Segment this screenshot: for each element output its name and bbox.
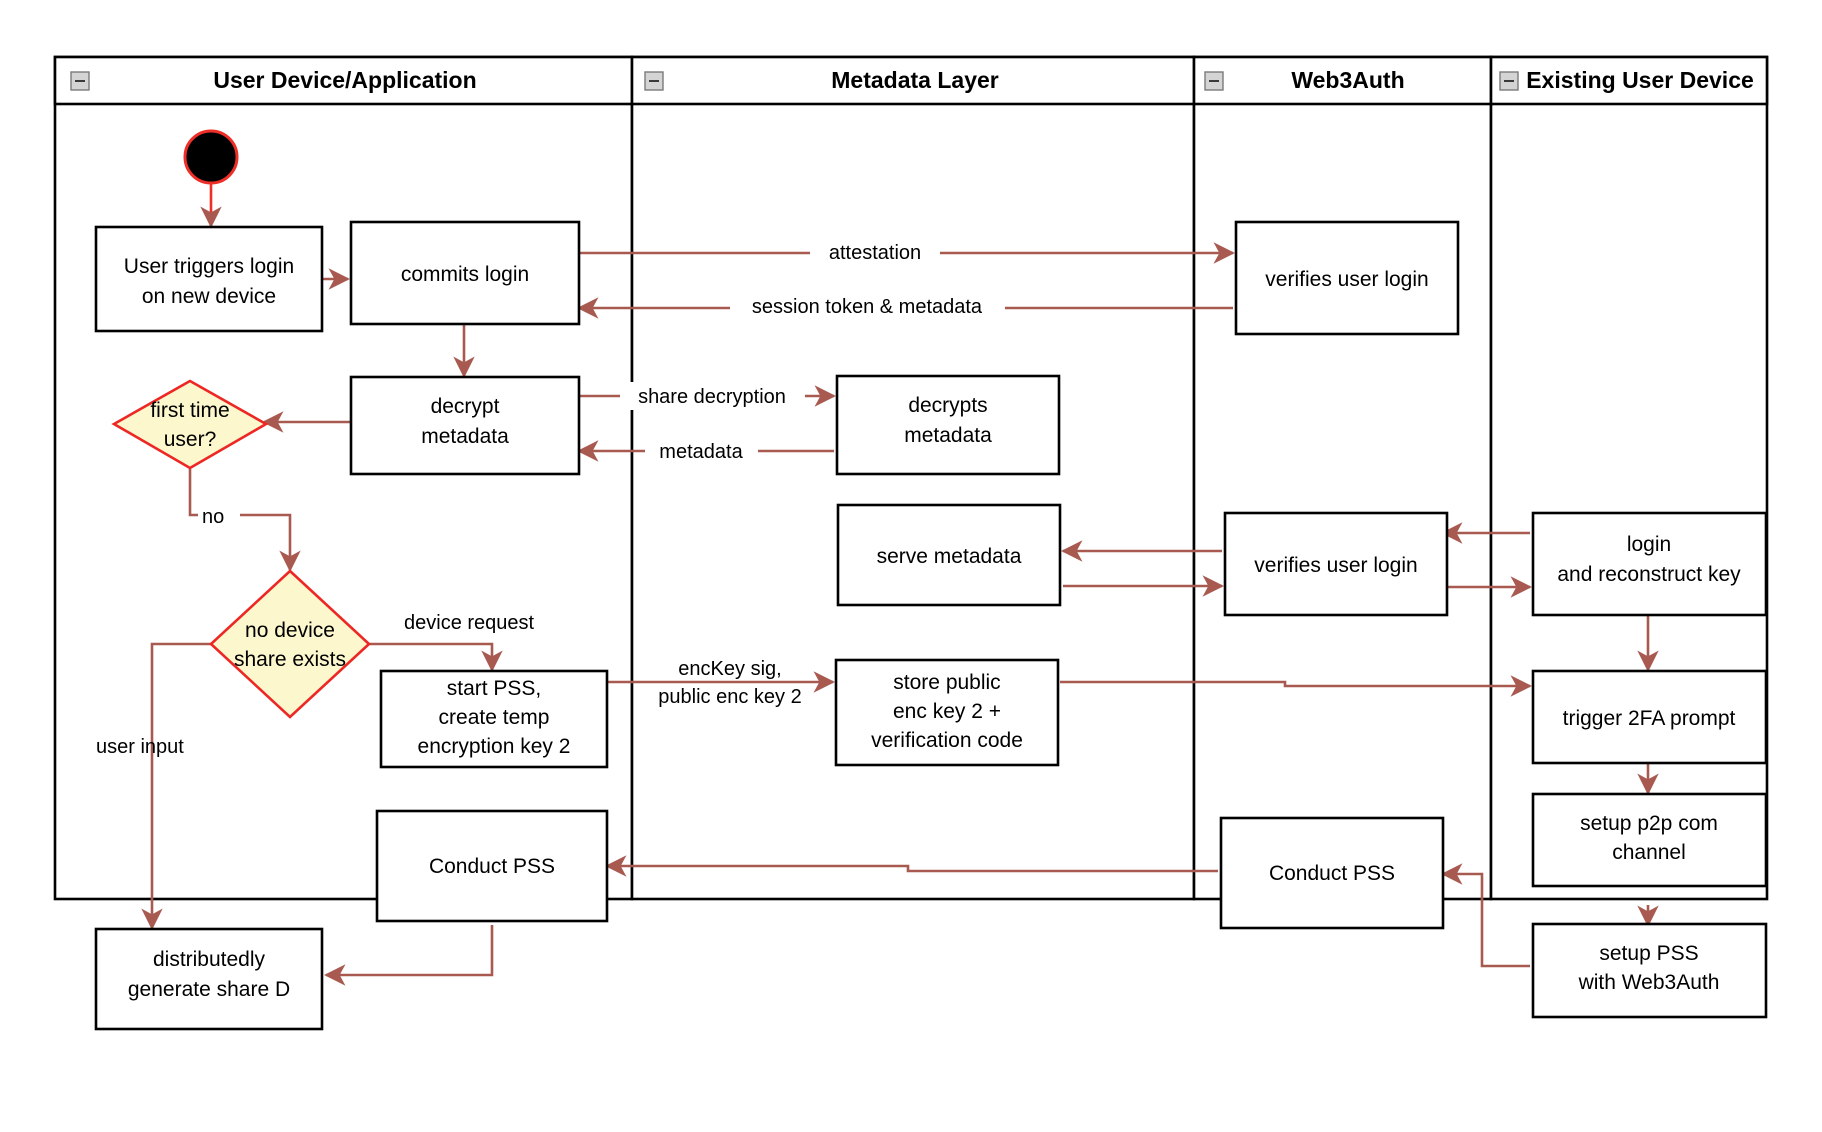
lane-title-user-device: User Device/Application xyxy=(213,67,476,93)
node-first-time-user-line1: first time xyxy=(150,399,229,422)
node-no-device-share-line1: no device xyxy=(245,619,335,642)
nodes-layer: User triggers login on new device commit… xyxy=(94,129,1768,1031)
node-serve-metadata-label: serve metadata xyxy=(877,545,1022,568)
node-decrypt-metadata[interactable]: decrypt metadata xyxy=(349,375,581,476)
lane-collapse-icon-existing-device[interactable] xyxy=(1499,71,1519,91)
node-setup-p2p-com-channel[interactable]: setup p2p com channel xyxy=(1531,792,1768,888)
node-user-triggers-login-line2: on new device xyxy=(142,285,276,308)
lane-header-web3auth[interactable] xyxy=(1192,55,1493,106)
node-user-triggers-login[interactable]: User triggers login on new device xyxy=(94,225,324,333)
node-commits-login[interactable]: commits login xyxy=(349,220,581,326)
edge-store-public-enc-key-to-trigger-2fa xyxy=(1060,675,1532,697)
node-verifies-user-login-2-label: verifies user login xyxy=(1254,554,1417,577)
lane-title-web3auth: Web3Auth xyxy=(1291,67,1404,93)
node-user-triggers-login-line1: User triggers login xyxy=(124,255,294,278)
node-store-public-line1: store public xyxy=(893,671,1000,694)
node-first-time-user-line2: user? xyxy=(164,428,217,451)
node-login-reconstruct-line2: and reconstruct key xyxy=(1557,563,1741,586)
edge-label-share-decryption: share decryption xyxy=(638,386,786,408)
node-commits-login-label: commits login xyxy=(401,263,529,286)
node-first-time-user-decision[interactable]: first time user? xyxy=(111,379,269,470)
node-start-pss-create-temp-key[interactable]: start PSS, create temp encryption key 2 xyxy=(379,669,609,769)
node-setup-p2p-line2: channel xyxy=(1612,841,1686,864)
node-serve-metadata[interactable]: serve metadata xyxy=(836,503,1062,607)
start-node[interactable] xyxy=(183,129,239,185)
lane-body-existing-device xyxy=(1489,55,1769,901)
node-distributedly-line2: generate share D xyxy=(128,978,290,1001)
lane-header-metadata[interactable] xyxy=(630,55,1196,106)
node-no-device-share-line2: share exists xyxy=(234,648,346,671)
node-start-pss-line2: create temp xyxy=(439,706,550,729)
node-conduct-pss-web3auth[interactable]: Conduct PSS xyxy=(1219,816,1445,930)
node-no-device-share-decision[interactable]: no device share exists xyxy=(209,569,371,719)
node-conduct-pss-user[interactable]: Conduct PSS xyxy=(375,809,609,923)
node-start-pss-line1: start PSS, xyxy=(447,677,542,700)
swimlane-frame: User Device/Application Metadata Layer W… xyxy=(53,55,1769,901)
node-decrypts-metadata[interactable]: decrypts metadata xyxy=(835,374,1061,476)
node-store-public-enc-key[interactable]: store public enc key 2 + verification co… xyxy=(834,658,1060,767)
node-conduct-pss-user-label: Conduct PSS xyxy=(429,855,555,878)
lane-collapse-icon-web3auth[interactable] xyxy=(1204,71,1224,91)
edge-label-enckey-sig-line2: public enc key 2 xyxy=(658,686,801,708)
edge-no-device-share-to-start-pss xyxy=(368,642,503,672)
node-conduct-pss-web3auth-label: Conduct PSS xyxy=(1269,862,1395,885)
edge-label-metadata: metadata xyxy=(659,441,743,463)
node-decrypt-metadata-line2: metadata xyxy=(421,425,509,448)
node-distributedly-line1: distributedly xyxy=(153,948,266,971)
node-decrypts-metadata-line2: metadata xyxy=(904,424,992,447)
node-verifies-user-login-1[interactable]: verifies user login xyxy=(1234,220,1460,336)
node-setup-pss-line2: with Web3Auth xyxy=(1578,971,1720,994)
edge-label-device-request: device request xyxy=(404,612,535,634)
lane-body-metadata xyxy=(630,55,1196,901)
node-verifies-user-login-1-label: verifies user login xyxy=(1265,268,1428,291)
lane-collapse-icon-metadata[interactable] xyxy=(644,71,664,91)
edge-label-enckey-sig-line1: encKey sig, xyxy=(678,658,781,680)
node-setup-p2p-line1: setup p2p com xyxy=(1580,812,1718,835)
node-start-pss-line3: encryption key 2 xyxy=(418,735,571,758)
lane-header-user-device[interactable] xyxy=(53,55,634,106)
edge-setup-pss-to-conduct-pss-web3auth xyxy=(1441,863,1530,968)
node-setup-pss-line1: setup PSS xyxy=(1599,942,1698,965)
node-distributedly-generate-share-d[interactable]: distributedly generate share D xyxy=(94,927,324,1031)
edge-conduct-pss-user-to-distributedly-generate xyxy=(324,925,494,986)
edge-label-attestation: attestation xyxy=(829,242,921,264)
lane-body-web3auth xyxy=(1192,55,1493,901)
node-store-public-line3: verification code xyxy=(871,729,1023,752)
edge-label-no: no xyxy=(202,506,224,528)
edge-no-device-share-to-distributedly-generate xyxy=(141,642,211,930)
node-setup-pss-with-web3auth[interactable]: setup PSS with Web3Auth xyxy=(1531,922,1768,1019)
node-verifies-user-login-2[interactable]: verifies user login xyxy=(1223,511,1449,617)
node-trigger-2fa-label: trigger 2FA prompt xyxy=(1563,707,1736,730)
node-store-public-line2: enc key 2 + xyxy=(893,700,1001,723)
lane-header-existing-device[interactable] xyxy=(1489,55,1769,106)
edge-label-session-token: session token & metadata xyxy=(752,296,983,318)
lane-title-metadata: Metadata Layer xyxy=(831,67,999,93)
node-decrypt-metadata-line1: decrypt xyxy=(431,395,500,418)
lane-collapse-icon-user-device[interactable] xyxy=(70,71,90,91)
edge-conduct-pss-web3auth-to-conduct-pss-user xyxy=(605,855,1218,877)
node-login-reconstruct-key[interactable]: login and reconstruct key xyxy=(1531,511,1768,617)
node-decrypts-metadata-line1: decrypts xyxy=(908,394,987,417)
edge-labels-layer: attestation session token & metadata sha… xyxy=(96,238,1005,758)
lane-body-user-device xyxy=(53,55,634,901)
node-login-reconstruct-line1: login xyxy=(1627,533,1671,556)
lane-title-existing-device: Existing User Device xyxy=(1526,67,1754,93)
node-trigger-2fa-prompt[interactable]: trigger 2FA prompt xyxy=(1531,669,1768,765)
edge-label-user-input: user input xyxy=(96,736,184,758)
